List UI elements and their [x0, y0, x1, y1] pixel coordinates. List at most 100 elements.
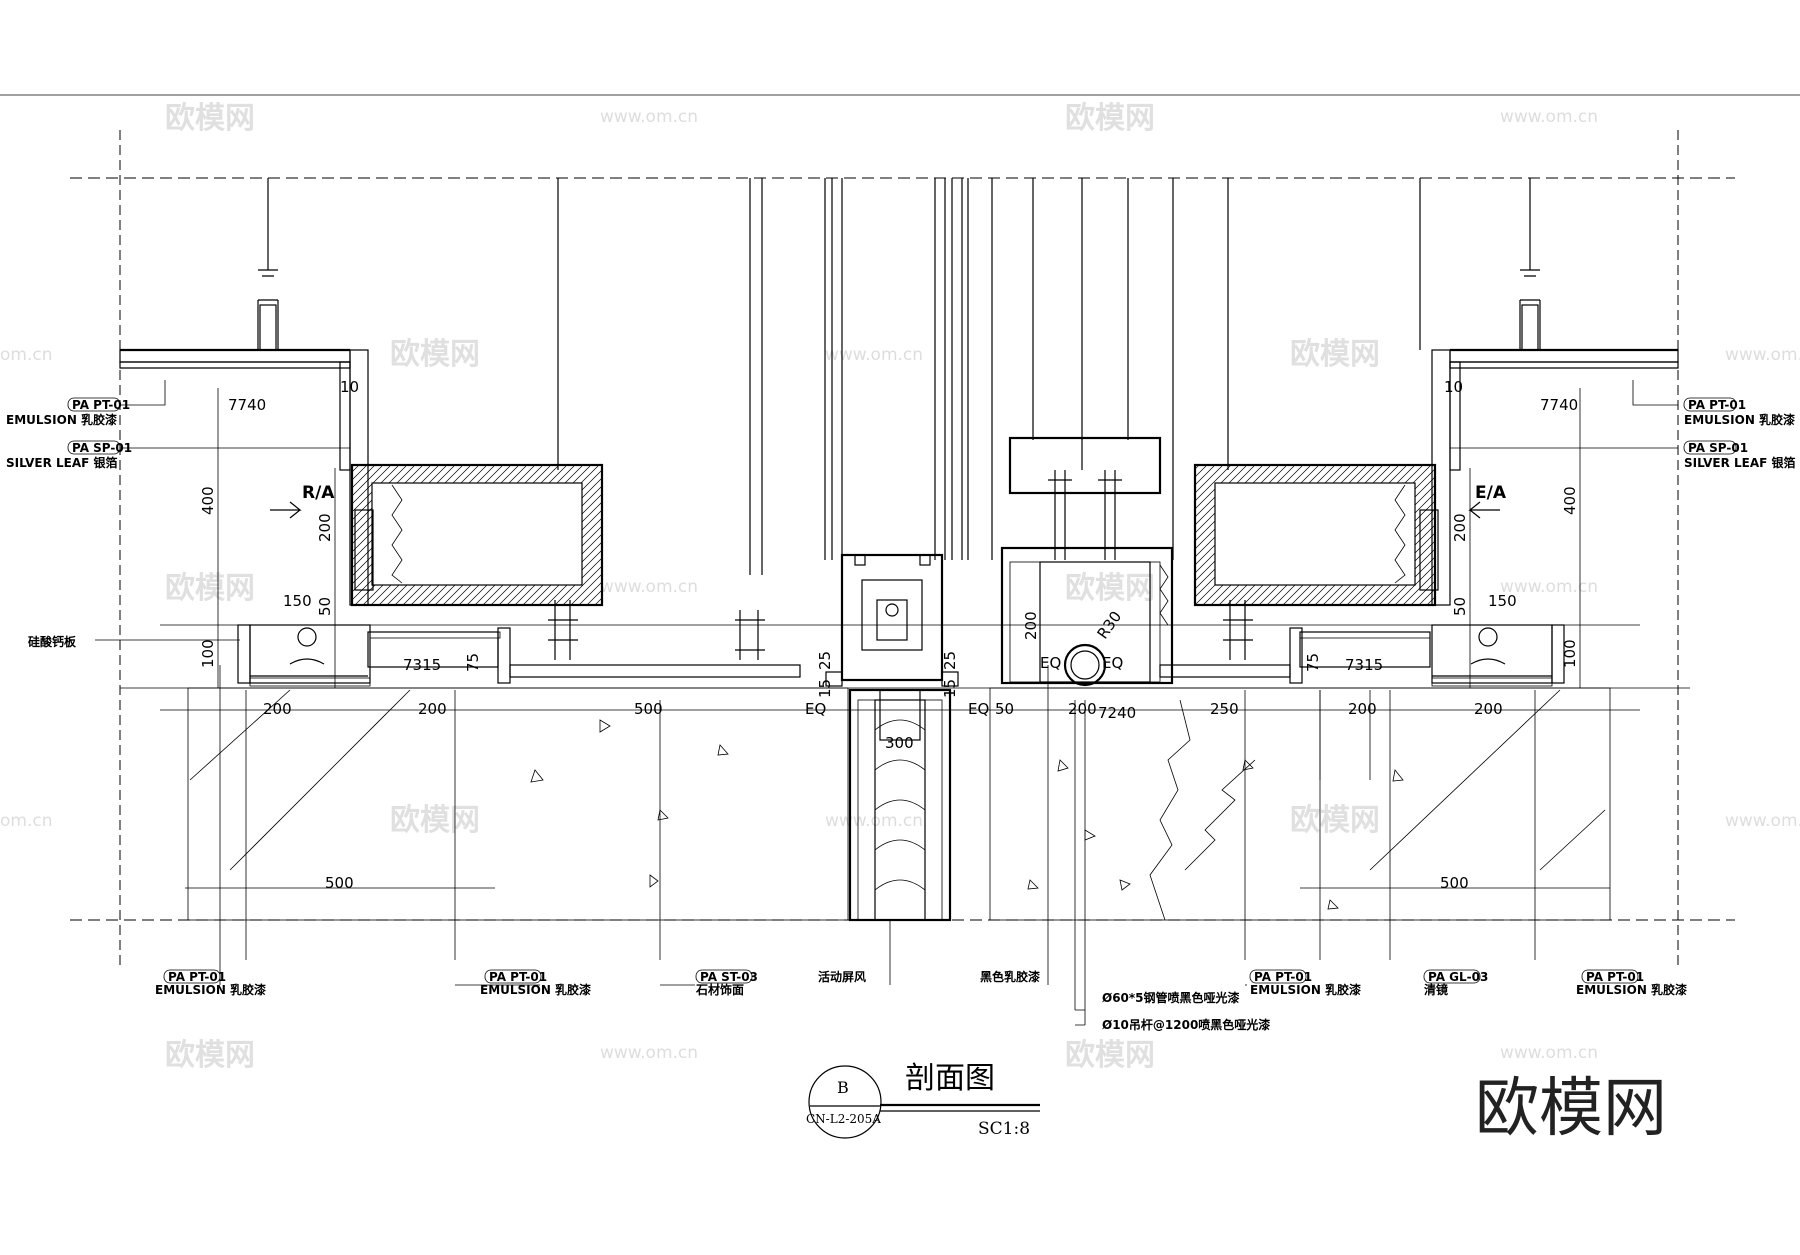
title-scale: SC1:8: [978, 1119, 1030, 1139]
watermark-url: www.om.cn: [600, 577, 698, 597]
watermark-brand: 欧模网: [390, 803, 480, 838]
leader-lines: [95, 380, 1678, 1026]
title-bubble-letter: B: [837, 1078, 849, 1097]
label-pt01-code: PA PT-01: [1254, 970, 1312, 984]
dim-200-d: 200: [1474, 700, 1503, 718]
label-pt01-code: PA PT-01: [1586, 970, 1644, 984]
watermark-url: www.om.cn: [825, 811, 923, 831]
dim-25-right: 25: [941, 651, 959, 670]
dim-100-right: 100: [1561, 639, 1579, 668]
dim-15-left: 15: [816, 679, 834, 698]
reference-lines: [70, 130, 1735, 970]
label-pt01-text: EMULSION 乳胶漆: [6, 412, 117, 427]
section-mark-ea: E/A: [1475, 483, 1507, 503]
dim-200-c: 200: [1348, 700, 1377, 718]
label-steel-pipe: Ø60*5钢管喷黑色哑光漆: [1102, 990, 1240, 1005]
left-ceiling-assembly: [119, 178, 801, 687]
section-mark-ra: R/A: [302, 483, 335, 503]
watermark-brand: 欧模网: [1065, 571, 1155, 606]
watermark-url: www.om.cn: [600, 107, 698, 127]
dim-100-left: 100: [199, 639, 217, 668]
dim-500-right: 500: [1440, 874, 1469, 892]
dim-200-box: 200: [1022, 611, 1040, 640]
dim-eq-right: EQ: [968, 700, 989, 718]
dim-200-center: 200: [1068, 700, 1097, 718]
watermark-brand: 欧模网: [165, 101, 255, 136]
label-st03-code: PA ST-03: [700, 970, 758, 984]
dim-150-left: 150: [283, 592, 312, 610]
watermark-url: om.cn: [0, 811, 53, 831]
watermark-url: www.om.cn: [1500, 577, 1598, 597]
label-pt01-code: PA PT-01: [168, 970, 226, 984]
watermark-url: om.cn: [0, 345, 53, 365]
dim-200-left-vertical: 200: [316, 513, 334, 542]
dim-75-right: 75: [1304, 653, 1322, 672]
watermark-brand: 欧模网: [1290, 803, 1380, 838]
dim-10-left: 10: [340, 378, 359, 396]
dim-400-right: 400: [1561, 486, 1579, 515]
dim-7740-right: 7740: [1540, 396, 1578, 414]
label-pt01-code: PA PT-01: [72, 398, 130, 412]
label-sp01-text: SILVER LEAF 银箔: [6, 455, 118, 470]
dim-10-right: 10: [1444, 378, 1463, 396]
label-sp01-code: PA SP-01: [72, 441, 132, 455]
dim-400-left: 400: [199, 486, 217, 515]
label-pt01-text: EMULSION 乳胶漆: [1576, 982, 1687, 997]
pipe-hanger-assembly: [991, 178, 1174, 687]
label-gl03-code: PA GL-03: [1428, 970, 1488, 984]
label-calcium-silicate-board: 硅酸钙板: [28, 634, 77, 649]
brand-logo: 欧模网: [1475, 1072, 1667, 1146]
title-bubble: [808, 1065, 882, 1139]
watermark-url: www.om.cn: [1500, 107, 1598, 127]
watermark-url: www.om.cn: [825, 345, 923, 365]
label-pt01-code: PA PT-01: [489, 970, 547, 984]
sliding-screen-track: [824, 178, 969, 922]
dim-50-left: 50: [316, 597, 334, 616]
dim-7315-left: 7315: [403, 656, 441, 674]
dim-50-right: 50: [1451, 597, 1469, 616]
watermark-url: www.om.cn: [1500, 1043, 1598, 1063]
label-black-paint: 黑色乳胶漆: [980, 969, 1040, 984]
watermark-brand: 欧模网: [165, 1038, 255, 1073]
watermark-brand: 欧模网: [1290, 337, 1380, 372]
watermark-brand: 欧模网: [165, 571, 255, 606]
watermark-brand: 欧模网: [1065, 101, 1155, 136]
watermark-brand: 欧模网: [1065, 1038, 1155, 1073]
dim-500-left: 500: [325, 874, 354, 892]
label-sp01-text: SILVER LEAF 银箔: [1684, 455, 1796, 470]
dim-75-left: 75: [464, 653, 482, 672]
dim-eq-pipe-right: EQ: [1102, 654, 1123, 672]
label-pt01-text: EMULSION 乳胶漆: [155, 982, 266, 997]
dim-250: 250: [1210, 700, 1239, 718]
dim-200-a: 200: [263, 700, 292, 718]
right-ceiling-assembly: [1159, 178, 1679, 687]
watermark-url: www.om.cn: [1725, 345, 1800, 365]
watermark-brand: 欧模网: [390, 337, 480, 372]
watermarks: 欧模网 www.om.cn 欧模网 www.om.cn om.cn 欧模网 ww…: [0, 101, 1800, 1073]
label-sp01-code: PA SP-01: [1688, 441, 1748, 455]
dimension-lines: [160, 388, 1640, 1025]
label-pt01-text: EMULSION 乳胶漆: [1250, 982, 1361, 997]
dim-25-left: 25: [816, 651, 834, 670]
dim-15-right: 15: [941, 679, 959, 698]
label-sliding-screen: 活动屏风: [818, 969, 866, 984]
material-labels: PA PT-01 EMULSION 乳胶漆 PA SP-01 SILVER LE…: [6, 397, 1796, 1032]
title-block: B CN-L2-205A 剖面图 SC1:8: [806, 1061, 1040, 1139]
dim-300: 300: [885, 734, 914, 752]
dimension-values: 7740 7740 400 400 200 200 150 150 50 50 …: [199, 378, 1579, 892]
dim-7315-right: 7315: [1345, 656, 1383, 674]
dim-200-right-vertical: 200: [1451, 513, 1469, 542]
title-sheet-ref: CN-L2-205A: [806, 1112, 881, 1126]
dim-200-b: 200: [418, 700, 447, 718]
watermark-url: www.om.cn: [600, 1043, 698, 1063]
label-st03-text: 石材饰面: [695, 982, 744, 997]
label-pt01-text: EMULSION 乳胶漆: [480, 982, 591, 997]
dim-eq-left: EQ: [805, 700, 826, 718]
label-pt01-code: PA PT-01: [1688, 398, 1746, 412]
label-pt01-text: EMULSION 乳胶漆: [1684, 412, 1795, 427]
dim-eq-pipe-left: EQ: [1040, 654, 1061, 672]
label-hanger-rod: Ø10吊杆@1200喷黑色哑光漆: [1102, 1017, 1270, 1032]
dim-500-mid-left: 500: [634, 700, 663, 718]
label-gl03-text: 清镜: [1424, 982, 1448, 997]
